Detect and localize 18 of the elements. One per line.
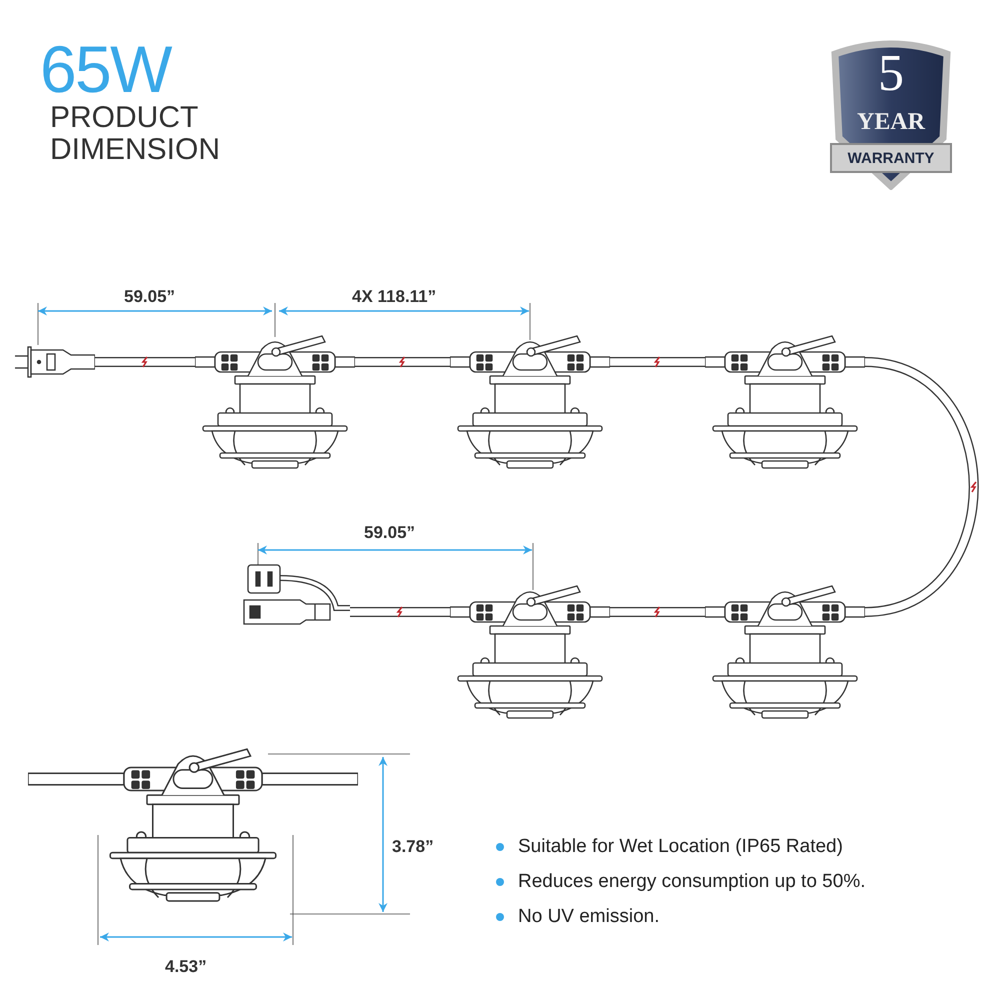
warranty-year-word: YEAR <box>856 110 926 134</box>
title: 65W PRODUCT DIMENSION <box>40 36 222 166</box>
dimension-label: 59.05” <box>124 286 176 308</box>
cable <box>610 356 705 368</box>
warranty-years: 5 <box>877 48 905 100</box>
dimension-label: 59.05” <box>364 522 416 544</box>
cable <box>610 606 705 618</box>
cable <box>864 357 979 617</box>
feature-text: No UV emission. <box>518 905 660 929</box>
dimension-label: 4.53” <box>165 956 207 978</box>
feature-text: Suitable for Wet Location (IP65 Rated) <box>518 835 843 859</box>
warranty-banner-text: WARRANTY <box>846 151 936 166</box>
dimension-label: 4X 118.11” <box>352 286 436 308</box>
cable <box>95 356 195 368</box>
cable <box>355 356 450 368</box>
cable <box>350 606 450 618</box>
feature-text: Reduces energy consumption up to 50%. <box>518 870 866 894</box>
dimension-label: 3.78” <box>392 836 434 858</box>
